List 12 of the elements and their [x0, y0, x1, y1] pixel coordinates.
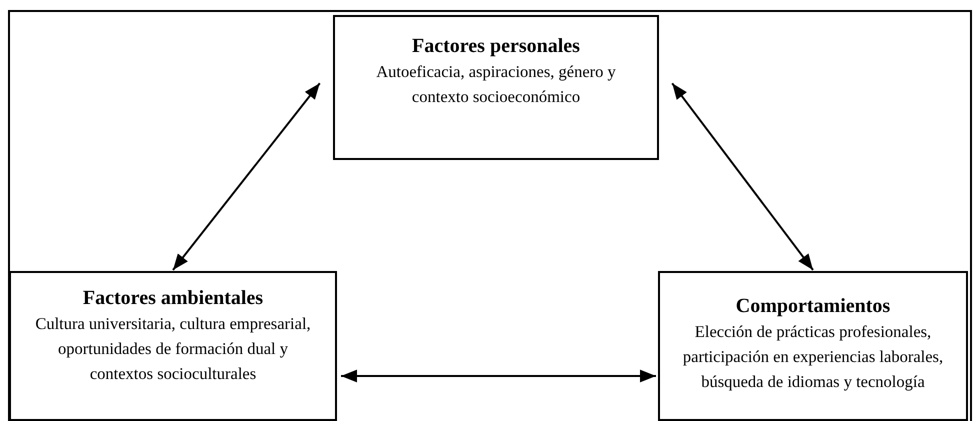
double-arrow — [172, 82, 321, 271]
double-arrow — [671, 82, 814, 271]
box-description: Cultura universitaria, cultura empresarial, oportunidades de formación dual y contextos socioculturales — [34, 313, 312, 385]
double-arrow — [341, 370, 656, 382]
concept-box — [333, 15, 659, 160]
box-heading: Comportamientos — [734, 294, 892, 319]
box-heading: Factores personales — [411, 34, 581, 59]
concept-box — [658, 271, 968, 421]
box-heading: Factores ambientales — [82, 286, 264, 311]
concept-box — [9, 271, 337, 421]
box-description: Autoeficacia, aspiraciones, género y contexto socioeconómico — [375, 61, 617, 108]
box-description: Elección de prácticas profesionales, participación en experiencias laborales, búsqueda de idiomas y tecnología — [682, 321, 944, 393]
